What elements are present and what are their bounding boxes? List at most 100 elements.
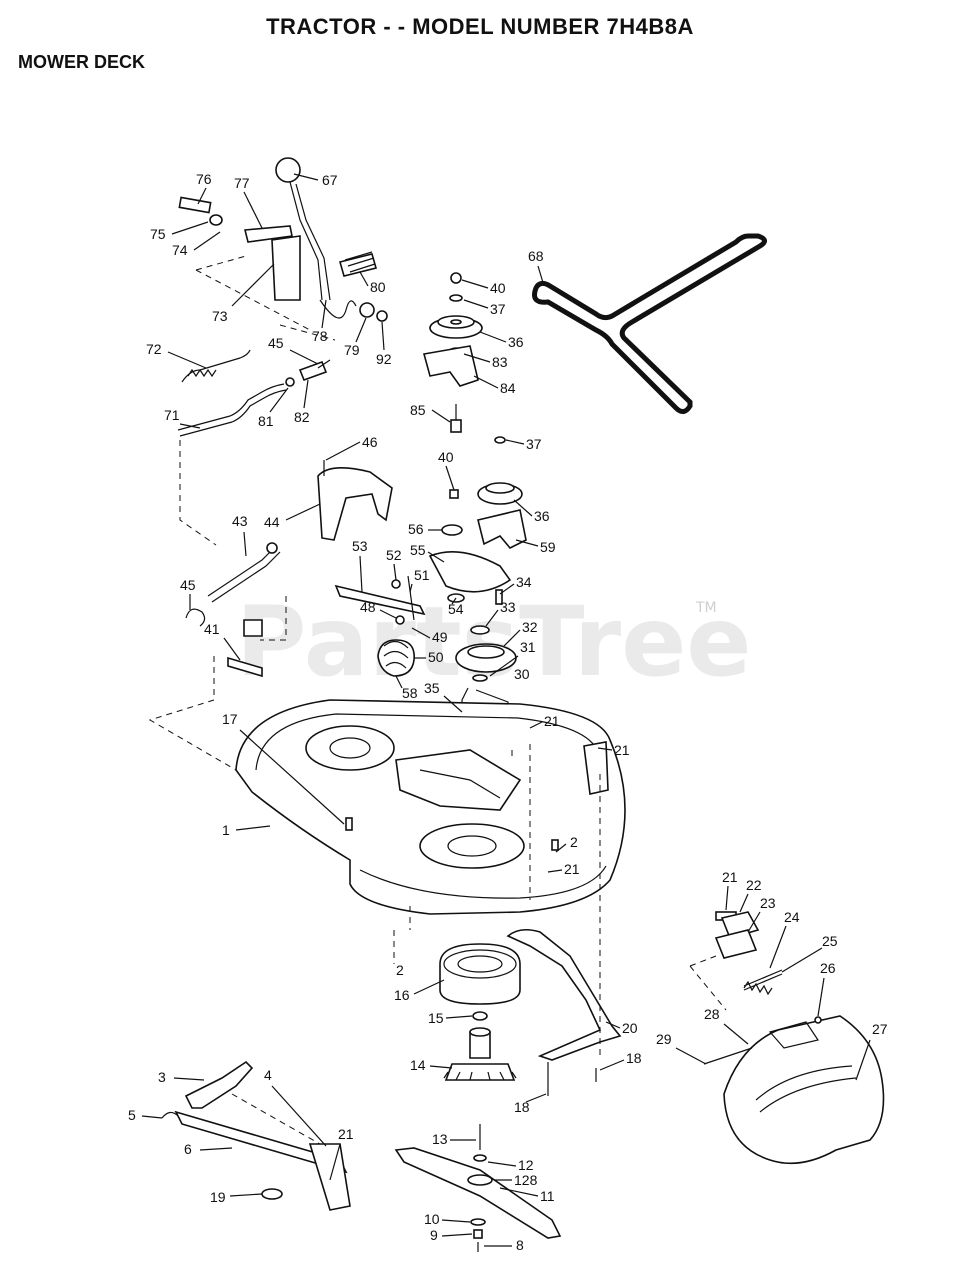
- washer-15: [472, 1011, 488, 1021]
- callout-48: 48: [360, 599, 376, 615]
- deck-cover-44: [317, 467, 393, 541]
- callout-10: 10: [424, 1211, 440, 1227]
- front-hitch-assembly: [161, 1060, 351, 1211]
- callout-77: 77: [234, 175, 250, 191]
- callout-31: 31: [520, 639, 536, 655]
- callout-68: 68: [528, 248, 544, 264]
- callout-14: 14: [410, 1057, 426, 1073]
- hinge-23: [714, 929, 758, 959]
- callout-21c: 21: [564, 861, 580, 877]
- idler-arm-55: [428, 550, 512, 593]
- callout-12: 12: [518, 1157, 534, 1173]
- nut-92: [376, 310, 388, 322]
- callout-19: 19: [210, 1189, 226, 1205]
- washer-75: [209, 214, 223, 226]
- callout-26: 26: [820, 960, 836, 976]
- callout-40b: 40: [438, 449, 454, 465]
- callout-15: 15: [428, 1010, 444, 1026]
- callout-21e: 21: [338, 1126, 354, 1142]
- callout-82: 82: [294, 409, 310, 425]
- callout-128: 128: [514, 1172, 538, 1188]
- idler-link-53: [334, 584, 426, 616]
- callout-21d: 21: [722, 869, 738, 885]
- callout-50: 50: [428, 649, 444, 665]
- callout-51: 51: [414, 567, 430, 583]
- callout-33: 33: [500, 599, 516, 615]
- bracket-77: [243, 225, 293, 243]
- callout-4: 4: [264, 1067, 272, 1083]
- discharge-chute-assembly: [689, 911, 885, 1165]
- callout-21b: 21: [614, 742, 630, 758]
- drive-belt-68: [532, 233, 767, 414]
- callout-11: 11: [540, 1188, 555, 1204]
- callout-74: 74: [172, 242, 188, 258]
- baffle-20: [506, 928, 622, 1061]
- deck-spindle-left: [305, 725, 395, 771]
- nut-26: [814, 1016, 822, 1024]
- bolt-9: [473, 1229, 483, 1239]
- belt-guide-84: [422, 345, 479, 387]
- callout-58: 58: [402, 685, 418, 701]
- callout-67: 67: [322, 172, 338, 188]
- front-linkage: [148, 460, 393, 771]
- part-callouts: 67 76 77 75 74 73 80 78 79 92 72 45 81 8…: [128, 171, 888, 1253]
- link-41: [227, 656, 263, 678]
- callout-92: 92: [376, 351, 392, 367]
- callout-28: 28: [704, 1006, 720, 1022]
- watermark-text: PartsTree: [236, 586, 751, 698]
- callout-73: 73: [212, 308, 228, 324]
- deck-spindle-center: [419, 823, 525, 869]
- callout-34: 34: [516, 574, 532, 590]
- callout-44: 44: [264, 514, 280, 530]
- callout-55: 55: [410, 542, 426, 558]
- callout-22: 22: [746, 877, 762, 893]
- spring-25: [743, 980, 773, 996]
- washer-79: [359, 302, 375, 318]
- washer-81: [285, 377, 295, 387]
- callout-37b: 37: [526, 436, 542, 452]
- callout-45b: 45: [180, 577, 196, 593]
- callout-16: 16: [394, 987, 410, 1003]
- washer-10: [470, 1218, 486, 1226]
- callout-43: 43: [232, 513, 248, 529]
- grip-80: [339, 253, 377, 277]
- callout-37a: 37: [490, 301, 506, 317]
- page-title: TRACTOR - - MODEL NUMBER 7H4B8A: [266, 14, 694, 39]
- callout-81: 81: [258, 413, 274, 429]
- callout-46: 46: [362, 434, 378, 450]
- callout-45a: 45: [268, 335, 284, 351]
- callout-27: 27: [872, 1021, 888, 1037]
- callout-49: 49: [432, 629, 448, 645]
- callout-18a: 18: [626, 1050, 642, 1066]
- callout-5: 5: [128, 1107, 136, 1123]
- callout-29: 29: [656, 1031, 672, 1047]
- callout-83: 83: [492, 354, 508, 370]
- callout-20: 20: [622, 1020, 638, 1036]
- section-title: MOWER DECK: [18, 52, 145, 72]
- callout-2b: 2: [396, 962, 404, 978]
- callout-6: 6: [184, 1141, 192, 1157]
- mower-deck-1: [235, 699, 626, 915]
- spring-58: [377, 639, 415, 677]
- watermark-tm: TM: [695, 600, 717, 616]
- callout-18b: 18: [514, 1099, 530, 1115]
- callout-32: 32: [522, 619, 538, 635]
- callout-59: 59: [540, 539, 556, 555]
- center-pulley-stack: [334, 436, 527, 740]
- callout-56: 56: [408, 521, 424, 537]
- lever-plate-73: [271, 235, 301, 301]
- washer-56: [441, 524, 463, 536]
- bolt-85: [450, 419, 462, 433]
- callout-1: 1: [222, 822, 230, 838]
- callout-84: 84: [500, 380, 516, 396]
- blade-spindle-assembly: [393, 906, 562, 1252]
- callout-80: 80: [370, 279, 386, 295]
- guide-59: [477, 509, 527, 549]
- callout-52: 52: [386, 547, 402, 563]
- callout-3: 3: [158, 1069, 166, 1085]
- callout-36b: 36: [534, 508, 550, 524]
- callout-78: 78: [312, 328, 328, 344]
- lever-knob-67: [275, 157, 301, 183]
- bracket-3: [184, 1060, 254, 1109]
